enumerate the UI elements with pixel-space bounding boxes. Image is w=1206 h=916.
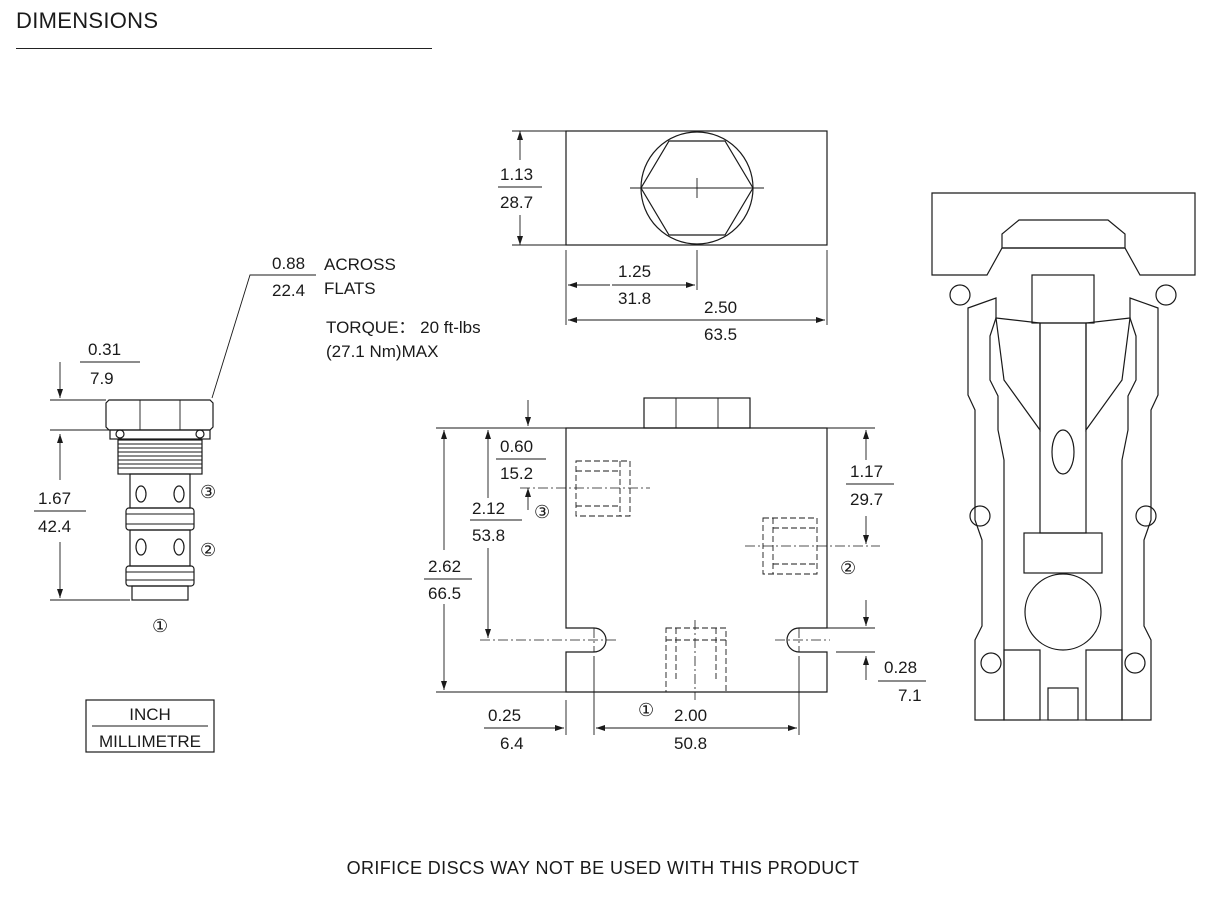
- unit-millimetre: MILLIMETRE: [99, 732, 201, 751]
- footer-note: ORIFICE DISCS WAY NOT BE USED WITH THIS …: [346, 858, 860, 878]
- cartridge-port-1-label: ①: [152, 616, 168, 637]
- unit-inch: INCH: [129, 705, 171, 724]
- port2-position-mm: 29.7: [850, 490, 883, 509]
- header: DIMENSIONS: [16, 8, 436, 49]
- section-cap: [931, 192, 1196, 276]
- section-ball: [1024, 573, 1102, 651]
- front-view-body: [565, 427, 828, 693]
- hex-across-flats-in: 0.88: [272, 254, 305, 273]
- port3-depth-in: 0.60: [500, 437, 533, 456]
- port3-position-in: 2.12: [472, 499, 505, 518]
- front-height-in: 2.62: [428, 557, 461, 576]
- top-view-center-in: 1.25: [618, 262, 651, 281]
- page-title: DIMENSIONS: [16, 8, 159, 33]
- top-view-center-mm: 31.8: [618, 289, 651, 308]
- port2-position-in: 1.17: [850, 462, 883, 481]
- top-view: 1.13 28.7 1.25 31.8 2.50 63.5: [498, 130, 828, 344]
- torque-max-label: (27.1 Nm)MAX: [326, 342, 438, 361]
- cartridge-port-3-label: ③: [200, 482, 216, 503]
- torque-label: TORQUE： 20 ft-lbs: [326, 318, 481, 337]
- cartridge-hex-height-in: 0.31: [88, 340, 121, 359]
- hex-across-flats-mm: 22.4: [272, 281, 305, 300]
- front-port-1-label: ①: [638, 700, 654, 721]
- cartridge-hex: [105, 399, 214, 431]
- top-view-width-in: 2.50: [704, 298, 737, 317]
- mount-spacing-mm: 50.8: [674, 734, 707, 753]
- across-label: ACROSS: [324, 255, 396, 274]
- cartridge-port-2-label: ②: [200, 540, 216, 561]
- front-view: 0.60 15.2 ③ 2.12 53.8 2.62 66.5 1.17 29.…: [424, 397, 926, 753]
- top-view-height-in: 1.13: [500, 165, 533, 184]
- flats-label: FLATS: [324, 279, 376, 298]
- unit-legend: INCH MILLIMETRE: [85, 699, 215, 753]
- front-height-mm: 66.5: [428, 584, 461, 603]
- section-view: [931, 192, 1196, 721]
- title-underline: [16, 48, 432, 49]
- mount-spacing-in: 2.00: [674, 706, 707, 725]
- front-port-2-label: ②: [840, 558, 856, 579]
- cartridge-view: 0.31 7.9 1.67 42.4 0.88 22.4 ACROSS FLAT…: [34, 254, 481, 637]
- port3-position-mm: 53.8: [472, 526, 505, 545]
- cartridge-hex-height-mm: 7.9: [90, 369, 114, 388]
- slot-offset-in: 0.28: [884, 658, 917, 677]
- slot-offset-mm: 7.1: [898, 686, 922, 705]
- cartridge-length-in: 1.67: [38, 489, 71, 508]
- top-view-width-mm: 63.5: [704, 325, 737, 344]
- port3-depth-mm: 15.2: [500, 464, 533, 483]
- cartridge-length-mm: 42.4: [38, 517, 71, 536]
- front-port-3-label: ③: [534, 502, 550, 523]
- edge-offset-in: 0.25: [488, 706, 521, 725]
- top-view-body: [565, 130, 828, 246]
- edge-offset-mm: 6.4: [500, 734, 524, 753]
- cartridge-thread: [117, 439, 203, 475]
- top-view-height-mm: 28.7: [500, 193, 533, 212]
